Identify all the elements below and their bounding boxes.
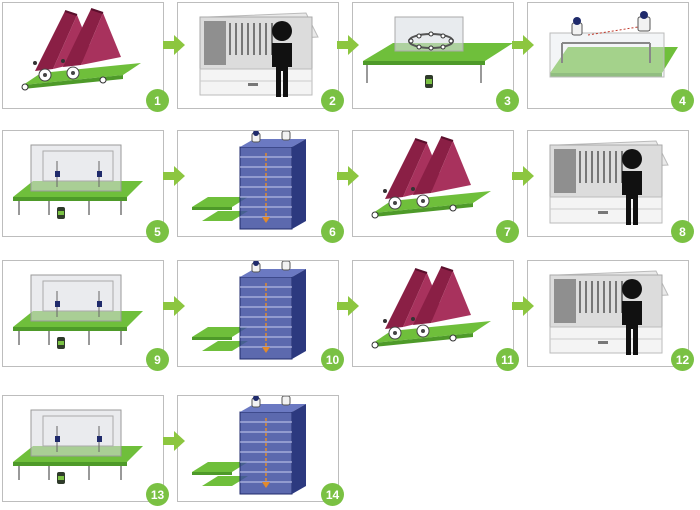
- stacking-tower-illustration: [192, 261, 306, 360]
- step-panel-5: [2, 130, 164, 237]
- screen-printer-illustration: [371, 136, 491, 219]
- step-panel-6: [177, 130, 339, 237]
- flow-arrow-icon: [337, 35, 359, 55]
- step-panel-10: [177, 260, 339, 367]
- step-number-badge: 13: [146, 483, 169, 506]
- step-panel-8: [527, 130, 689, 237]
- step-number-badge: 14: [321, 483, 344, 506]
- flow-arrow-icon: [337, 296, 359, 316]
- step-panel-2: [177, 2, 339, 109]
- step-number-badge: 10: [321, 348, 344, 371]
- step-number-badge: 7: [496, 220, 519, 243]
- enclosed-conveyor-illustration: [13, 144, 143, 219]
- step-panel-3: [352, 2, 514, 109]
- step-panel-9: [2, 260, 164, 367]
- step-panel-1: [2, 2, 164, 109]
- enclosed-conveyor-illustration: [13, 274, 143, 349]
- drying-cabinet-illustration: [549, 270, 669, 355]
- step-panel-7: [352, 130, 514, 237]
- step-number-badge: 3: [496, 89, 519, 112]
- step-number-badge: 12: [671, 348, 694, 371]
- dispensing-robot-illustration: [549, 11, 678, 78]
- step-number-badge: 6: [321, 220, 344, 243]
- step-number-badge: 11: [496, 348, 519, 371]
- flow-arrow-icon: [163, 35, 185, 55]
- flow-arrow-icon: [163, 296, 185, 316]
- step-panel-4: [527, 2, 689, 109]
- flow-arrow-icon: [512, 166, 534, 186]
- drying-cabinet-illustration: [549, 140, 669, 225]
- drying-cabinet-illustration: [199, 12, 319, 97]
- flow-arrow-icon: [337, 166, 359, 186]
- enclosed-conveyor-illustration: [13, 409, 143, 484]
- step-number-badge: 9: [146, 348, 169, 371]
- step-panel-13: [2, 395, 164, 502]
- flow-arrow-icon: [163, 166, 185, 186]
- flow-arrow-icon: [163, 431, 185, 451]
- step-number-badge: 2: [321, 89, 344, 112]
- step-number-badge: 8: [671, 220, 694, 243]
- flow-arrow-icon: [512, 296, 534, 316]
- stacking-tower-illustration: [192, 131, 306, 230]
- screen-printer-illustration: [371, 266, 491, 349]
- step-number-badge: 5: [146, 220, 169, 243]
- step-panel-14: [177, 395, 339, 502]
- step-number-badge: 4: [671, 89, 694, 112]
- step-panel-12: [527, 260, 689, 367]
- stacking-tower-illustration: [192, 396, 306, 495]
- flow-arrow-icon: [512, 35, 534, 55]
- camera-inspection-illustration: [363, 16, 513, 88]
- step-panel-11: [352, 260, 514, 367]
- step-number-badge: 1: [146, 89, 169, 112]
- screen-printer-illustration: [21, 8, 141, 91]
